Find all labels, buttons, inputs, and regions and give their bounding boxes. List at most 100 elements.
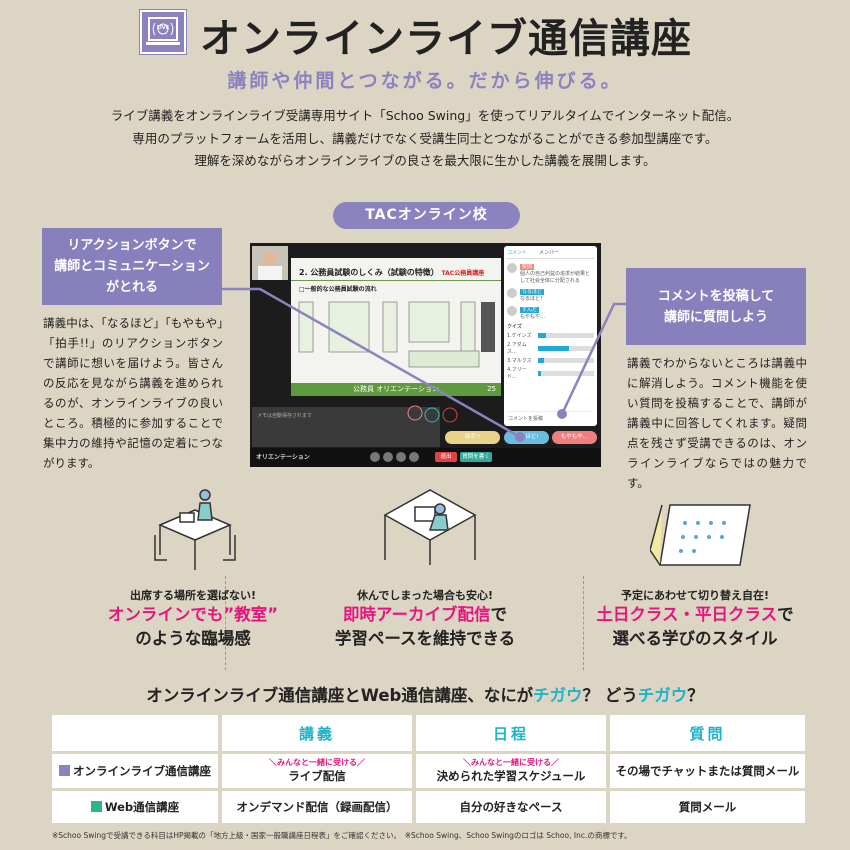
quiz-bar — [538, 370, 541, 376]
feature-lead: 出席する場所を選ばない! — [129, 589, 257, 602]
feature-line: 選べる学びのスタイル — [612, 629, 778, 648]
quiz-bar — [538, 345, 569, 351]
comment-callout-title: コメントを投稿して 講師に質問しよう — [626, 268, 806, 345]
comment-item: すんだもやもや… — [507, 306, 594, 320]
instructor-video — [252, 246, 288, 280]
cell-text: オンデマンド配信（録画配信） — [236, 800, 398, 814]
intro-line: 理解を深めながらオンラインライブの良さを最大限に生かした講義を展開します。 — [194, 153, 656, 168]
icon-live-label: LIVE — [156, 25, 170, 31]
exit-button[interactable]: 退出 — [435, 452, 457, 462]
table-cell: オンデマンド配信（録画配信） — [222, 791, 412, 823]
comment-badge: 質問 — [520, 264, 535, 270]
bottom-bar: オリエンテーション 退出 質問を書く — [250, 448, 601, 467]
feature-lead: 予定にあわせて切り替え自在! — [620, 589, 769, 602]
table-corner — [52, 715, 218, 751]
table-cell: 質問メール — [610, 791, 805, 823]
quiz-option-label: 3.マルクス — [507, 358, 532, 364]
session-title: オリエンテーション — [256, 454, 310, 461]
column-header: 質問 — [689, 724, 726, 743]
slide-title: 2. 公務員試験のしくみ（試験の特徴） — [299, 268, 439, 277]
comparison-title: オンラインライブ通信講座とWeb通信講座、なにがチガウ？ どうチガウ？ — [0, 682, 850, 706]
table-cell: 自分の好きなペース — [416, 791, 606, 823]
cell-tag: ＼みんなと一緒に受ける／ — [269, 758, 365, 767]
slide-footer: 公務員 オリエンテーション — [352, 385, 440, 393]
slide-brand: TAC公務員講座 — [441, 270, 485, 277]
feature-lead: 休んでしまった場合も安心! — [356, 589, 494, 602]
control-buttons[interactable] — [370, 452, 419, 462]
question-button[interactable]: 質問を書く — [460, 452, 492, 462]
cell-text: 質問メール — [678, 800, 737, 814]
feature-line: 学習ペースを維持できる — [334, 629, 516, 648]
avatar — [507, 306, 517, 316]
intro-line: 専用のプラットフォームを活用し、講義だけでなく受講生同士とつながることができる参… — [132, 130, 718, 146]
quiz-option-label: 4.フリード… — [507, 367, 527, 380]
cell-text: 自分の好きなペース — [459, 800, 563, 814]
slide-page: 25 — [487, 385, 496, 393]
tab-comment[interactable]: コメント — [507, 250, 528, 256]
feature-highlight: 土日クラス・平日クラス — [596, 605, 778, 624]
title-part: ？ — [687, 686, 704, 705]
cell-tag: ＼みんなと一緒に受ける／ — [463, 758, 559, 767]
slide-subtitle: □一般的な公務員試験の流れ — [299, 286, 377, 293]
quiz-bar — [538, 358, 544, 363]
naruhodo-button[interactable]: なるほど! — [504, 431, 549, 444]
live-broadcast-icon: LIVE — [139, 9, 187, 55]
comment-panel: コメント メンバー 質問個人の自己利益の追求が結果として社会全体に分配されるなるほ… — [504, 246, 597, 426]
tab-members[interactable]: メンバー — [539, 250, 560, 256]
comment-text: 個人の自己利益の追求が結果として社会全体に分配される — [520, 271, 591, 284]
title-part: ？ どう — [582, 686, 638, 705]
table-header: 質問 — [610, 715, 805, 751]
calendar-illustration — [650, 504, 751, 566]
reaction-callout-title: リアクションボタンで 講師とコミュニケーション がとれる — [42, 228, 222, 305]
feature-schedule: 予定にあわせて切り替え自在! 土日クラス・平日クラスで 選べる学びのスタイル — [570, 587, 820, 651]
comment-description: 講義でわからないところは講義中に解消しよう。コメント機能を使い質問を投稿すること… — [627, 356, 807, 490]
cell-text: ライブ配信 — [288, 769, 346, 783]
comment-text: なるほど！ — [520, 296, 546, 302]
quiz-option[interactable]: 1.ケインズ — [507, 332, 594, 339]
comment-text: もやもや… — [520, 314, 546, 320]
flow-diagram — [298, 301, 495, 368]
lecture-slide: 2. 公務員試験のしくみ（試験の特徴） TAC公務員講座 □一般的な公務員試験の… — [291, 258, 501, 396]
feature-rest: で — [777, 605, 794, 624]
page-title: オンラインライブ通信講座 — [200, 16, 692, 62]
remote-desk-illustration — [154, 489, 236, 570]
moyamoya-button[interactable]: もやもや… — [552, 431, 597, 444]
feature-location: 出席する場所を選ばない! オンラインでも”教室” のような臨場感 — [68, 587, 318, 651]
quiz-option[interactable]: 2.アダムス… — [507, 341, 594, 355]
feature-highlight: オンラインでも”教室” — [107, 605, 279, 624]
table-cell: ＼みんなと一緒に受ける／ ライブ配信 — [222, 754, 412, 788]
title-part: チガウ — [533, 686, 583, 705]
quiz-bar — [538, 333, 547, 338]
clap-button[interactable]: 拍手!! — [445, 431, 500, 444]
row-header: オンラインライブ通信講座 — [52, 754, 218, 788]
quiz-option[interactable]: 3.マルクス — [507, 357, 594, 364]
table-header: 日程 — [416, 715, 606, 751]
quiz-label: クイズ — [507, 324, 522, 330]
feature-line: のような臨場感 — [135, 629, 251, 648]
comment-badge: すんだ — [520, 307, 540, 313]
feature-archive: 休んでしまった場合も安心! 即時アーカイブ配信で 学習ペースを維持できる — [300, 587, 550, 651]
title-part: オンラインライブ通信講座とWeb通信講座、なにが — [146, 686, 534, 705]
intro-text: ライブ講義をオンラインライブ受講専用サイト「Schoo Swing」を使ってリア… — [0, 105, 850, 173]
avatar — [507, 288, 517, 298]
course-icon — [59, 765, 70, 776]
comment-input[interactable]: コメントを投稿 — [508, 411, 593, 422]
row-label: オンラインライブ通信講座 — [73, 764, 211, 778]
quiz-option[interactable]: 4.フリード… — [507, 366, 594, 380]
cell-text: その場でチャットまたは質問メール — [615, 764, 800, 778]
comment-badge: なるほど — [520, 289, 545, 295]
footnote: ※Schoo Swingで受講できる科目はHP掲載の「地方上級・国家一般職講座日… — [52, 831, 632, 840]
table-header: 講義 — [222, 715, 412, 751]
feature-highlight: 即時アーカイブ配信 — [342, 605, 491, 624]
intro-line: ライブ講義をオンラインライブ受講専用サイト「Schoo Swing」を使ってリア… — [110, 108, 740, 123]
quiz-option-label: 1.ケインズ — [507, 333, 532, 339]
avatar — [507, 263, 517, 273]
column-header: 講義 — [298, 724, 335, 743]
reaction-emoji-icons — [405, 403, 465, 429]
app-screenshot: 2. 公務員試験のしくみ（試験の特徴） TAC公務員講座 □一般的な公務員試験の… — [250, 243, 601, 467]
column-divider — [225, 576, 226, 670]
school-badge: TACオンライン校 — [333, 202, 520, 229]
row-label: Web通信講座 — [104, 800, 180, 814]
title-part: チガウ — [637, 686, 688, 705]
column-divider — [583, 576, 584, 670]
